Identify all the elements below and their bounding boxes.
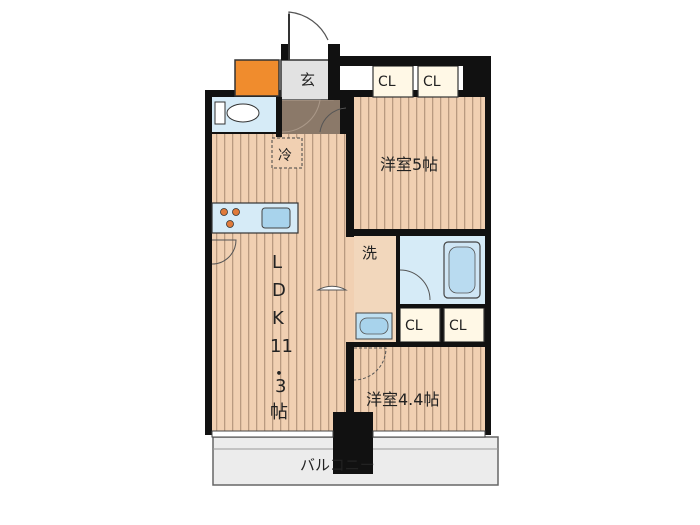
closet-label: CL xyxy=(423,74,441,90)
window-ldk xyxy=(211,430,334,438)
hallway-floor xyxy=(346,236,354,432)
stove-burner xyxy=(220,208,228,216)
refrigerator-space xyxy=(271,137,303,169)
ldk-label-dot: ・ xyxy=(270,364,288,385)
hall-door-arc xyxy=(319,107,347,133)
window-bedroom-south xyxy=(372,430,486,438)
column-balcony xyxy=(333,412,373,474)
genkan-wall xyxy=(281,44,289,60)
ldk-label-k: K xyxy=(272,308,285,329)
refrigerator-label: 冷 xyxy=(278,148,292,164)
toilet-tank xyxy=(214,101,226,125)
washroom-door xyxy=(316,285,348,291)
ldk-label-jo: 帖 xyxy=(270,402,288,423)
ldk-label-l: L xyxy=(272,252,282,273)
stove-burner xyxy=(232,208,240,216)
bedroom-north-floor xyxy=(354,97,485,229)
bedroom-south-door xyxy=(353,347,387,381)
hall-floor-top xyxy=(282,100,340,134)
washbasin-bowl xyxy=(359,317,389,335)
kitchen-sink xyxy=(261,207,291,229)
toilet-wall xyxy=(276,97,282,137)
closet-label: CL xyxy=(405,318,423,334)
ldk-door xyxy=(211,239,237,265)
wall-wash-bath xyxy=(396,236,400,342)
bathtub-inner xyxy=(448,246,476,294)
genkan-floor xyxy=(280,59,334,101)
ldk-label-d: D xyxy=(272,280,286,301)
ldk-label-11: 11 xyxy=(270,336,293,357)
closet-label: CL xyxy=(449,318,467,334)
wall-ldk-bedroom xyxy=(346,97,354,237)
closet-north-1 xyxy=(372,65,414,98)
genkan-label: 玄 xyxy=(300,71,315,89)
ldk-label-3: 3 xyxy=(275,376,286,397)
bedroom-north-label: 洋室5帖 xyxy=(380,155,438,174)
stove-burner xyxy=(226,220,234,228)
wall-bath-closet xyxy=(400,304,485,308)
ldk-floor xyxy=(212,134,346,432)
north-wall-top xyxy=(340,56,491,66)
bath-door xyxy=(399,269,431,301)
washroom-label: 洗 xyxy=(362,244,377,262)
wall-wetarea-bottom xyxy=(354,342,485,347)
wall-wetarea-top xyxy=(346,229,485,236)
bedroom-south-floor xyxy=(354,345,485,431)
toilet-bowl xyxy=(226,103,260,123)
bedroom-south-label: 洋室4.4帖 xyxy=(366,390,439,409)
genkan-wall-right xyxy=(328,44,340,100)
wall-ldk-south xyxy=(346,342,354,436)
closet-label: CL xyxy=(378,74,396,90)
balcony-label: バルコニー xyxy=(300,456,375,474)
storage-box xyxy=(234,59,280,97)
entrance-door xyxy=(288,11,329,60)
closet-south-1 xyxy=(399,307,441,343)
north-wall-right xyxy=(463,56,491,97)
